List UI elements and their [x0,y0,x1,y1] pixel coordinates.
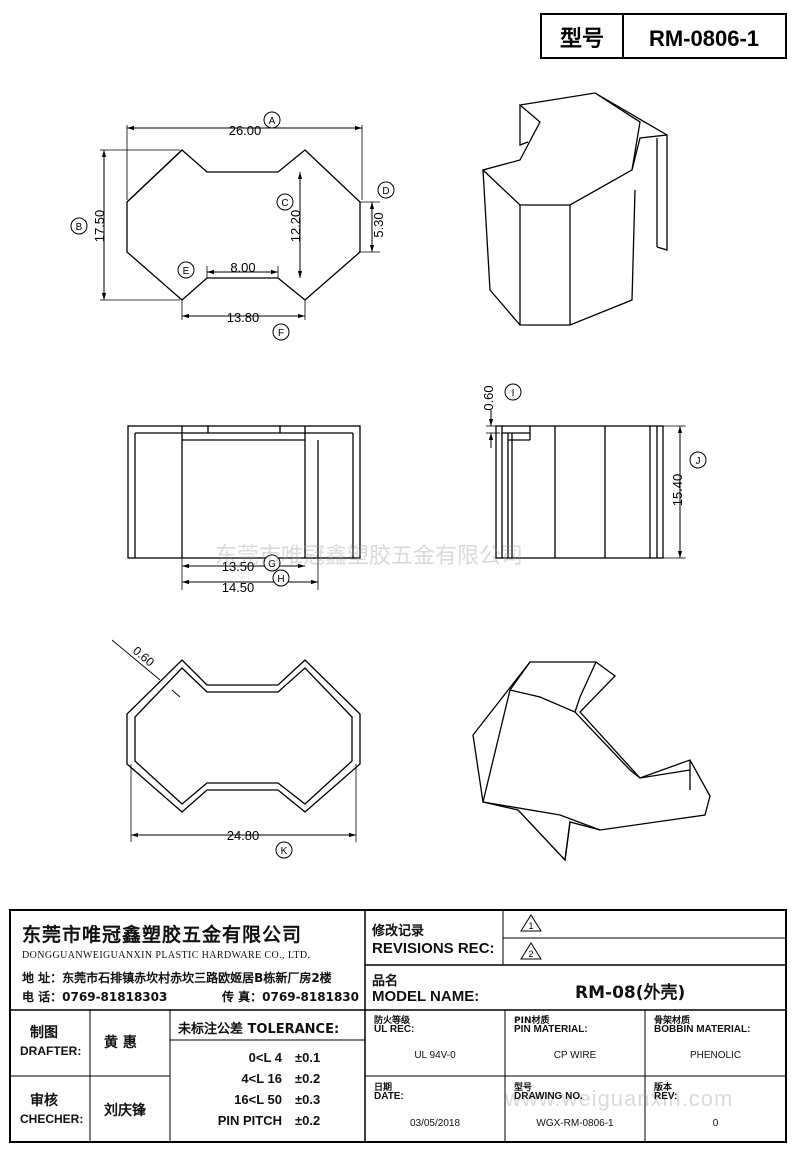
rev-label-en: REV: [654,1091,678,1102]
dim-wall-value: 0.60 [130,644,157,670]
drafter-label-en: DRAFTER: [20,1044,82,1058]
top-view [126,149,361,301]
header-box: 型号 RM-0806-1 [540,13,787,59]
dim-B-letter: B [76,222,83,233]
isometric-view-1 [481,92,668,326]
drawing-label-en: DRAWING NO. [514,1091,583,1102]
dim-K-letter: K [281,846,288,857]
dim-C-letter: C [281,198,288,209]
tolerance-value: ±0.2 [295,1113,321,1128]
tolerance-value: ±0.1 [295,1050,321,1065]
tolerance-range: 16<L 50 [234,1092,282,1107]
dim-D: 5.30 D [360,181,395,253]
header-part-number: RM-0806-1 [649,26,759,51]
dim-E-value: 8.00 [230,260,255,275]
title-block-grid [9,909,787,1143]
dim-G: 13.50 G [182,554,305,574]
dim-F-letter: F [278,328,284,339]
revision-2-number: 2 [528,949,533,959]
dim-G-value: 13.50 [222,559,255,574]
company-name-en: DONGGUANWEIGUANXIN PLASTIC HARDWARE CO.,… [22,950,311,961]
drawing-label-cn: 型号 [514,1083,533,1093]
dim-D-letter: D [382,186,389,197]
date-label-cn: 日期 [374,1083,393,1093]
front-view [127,425,361,559]
revisions-label-cn: 修改记录 [372,924,425,939]
dim-K-value: 24.80 [227,828,260,843]
drafter-name: 黄 惠 [104,1035,137,1051]
company-phone: 电 话：0769-81818303 [22,990,168,1004]
dim-C: 12.20 C [276,172,303,278]
checker-name: 刘庆锋 [104,1103,146,1119]
dim-H-letter: H [277,574,284,585]
dim-A-value: 26.00 [229,123,262,138]
company-fax: 传 真：0769-8181830 [222,990,360,1004]
bobbin-label-cn: 骨架材质 [654,1016,691,1026]
revision-1-number: 1 [528,921,533,931]
bobbin-label-en: BOBBIN MATERIAL: [654,1024,751,1035]
rev-value: 0 [712,1118,719,1129]
tolerance-value: ±0.2 [295,1071,321,1086]
pin-label-en: PIN MATERIAL: [514,1024,588,1035]
company-address: 地 址：东莞市石排镇赤坎村赤坎三路欧姬居B栋新厂房2楼 [22,971,332,985]
date-value: 03/05/2018 [409,1118,461,1129]
dim-B: 17.50 B [70,149,180,301]
rev-label-cn: 版本 [654,1083,673,1093]
isometric-view-2 [472,661,711,862]
dim-F-value: 13.80 [227,310,260,325]
dim-I-value: 0.60 [481,385,496,410]
tolerance-title: 未标注公差 TOLERANCE: [178,1022,340,1037]
side-view [495,425,664,559]
model-label-en: MODEL NAME: [372,988,480,1005]
ul-value: UL 94V-0 [414,1050,456,1061]
company-name-cn: 东莞市唯冠鑫塑胶五金有限公司 [22,924,303,946]
bobbin-value: PHENOLIC [689,1050,742,1061]
checker-label-en: CHECHER: [20,1112,84,1126]
ul-label-cn: 防火等级 [374,1016,411,1026]
dim-G-letter: G [268,559,276,570]
tolerance-range: 0<L 4 [248,1050,282,1065]
model-value: RM-08(外壳) [575,983,686,1003]
dim-E: 8.00 E [177,260,279,279]
dim-H: 14.50 H [181,558,319,595]
pin-label-cn: PIN材质 [514,1016,550,1026]
dim-wall: 0.60 [111,639,181,698]
tolerance-value: ±0.3 [295,1092,321,1107]
dim-B-value: 17.50 [92,210,107,243]
tolerance-range: PIN PITCH [217,1113,282,1128]
revision-triangles: 1 2 [520,914,542,960]
dim-A-letter: A [269,116,276,127]
revisions-label-en: REVISIONS REC: [372,940,495,957]
dim-J-letter: J [696,456,701,467]
dim-J-value: 15.40 [670,474,685,507]
header-type-label: 型号 [560,27,604,52]
dim-J: 15.40 J [663,425,707,559]
pin-value: CP WIRE [553,1050,597,1061]
date-label-en: DATE: [374,1091,404,1102]
ul-label-en: UL REC: [374,1024,415,1035]
dim-A: 26.00 A [126,111,363,200]
checker-label-cn: 审核 [30,1093,58,1109]
dim-I: 0.60 I [481,383,522,448]
dim-H-value: 14.50 [222,580,255,595]
tolerance-range: 4<L 16 [241,1071,282,1086]
dim-C-value: 12.20 [288,210,303,243]
drafter-label-cn: 制图 [30,1025,58,1041]
section-view [126,659,361,813]
dim-D-value: 5.30 [371,212,386,237]
model-label-cn: 品名 [372,974,399,989]
dim-I-letter: I [512,388,515,399]
dim-F: 13.80 F [181,300,306,341]
dim-E-letter: E [183,266,190,277]
dim-K: 24.80 K [130,764,357,859]
drawing-value: WGX-RM-0806-1 [536,1118,614,1129]
